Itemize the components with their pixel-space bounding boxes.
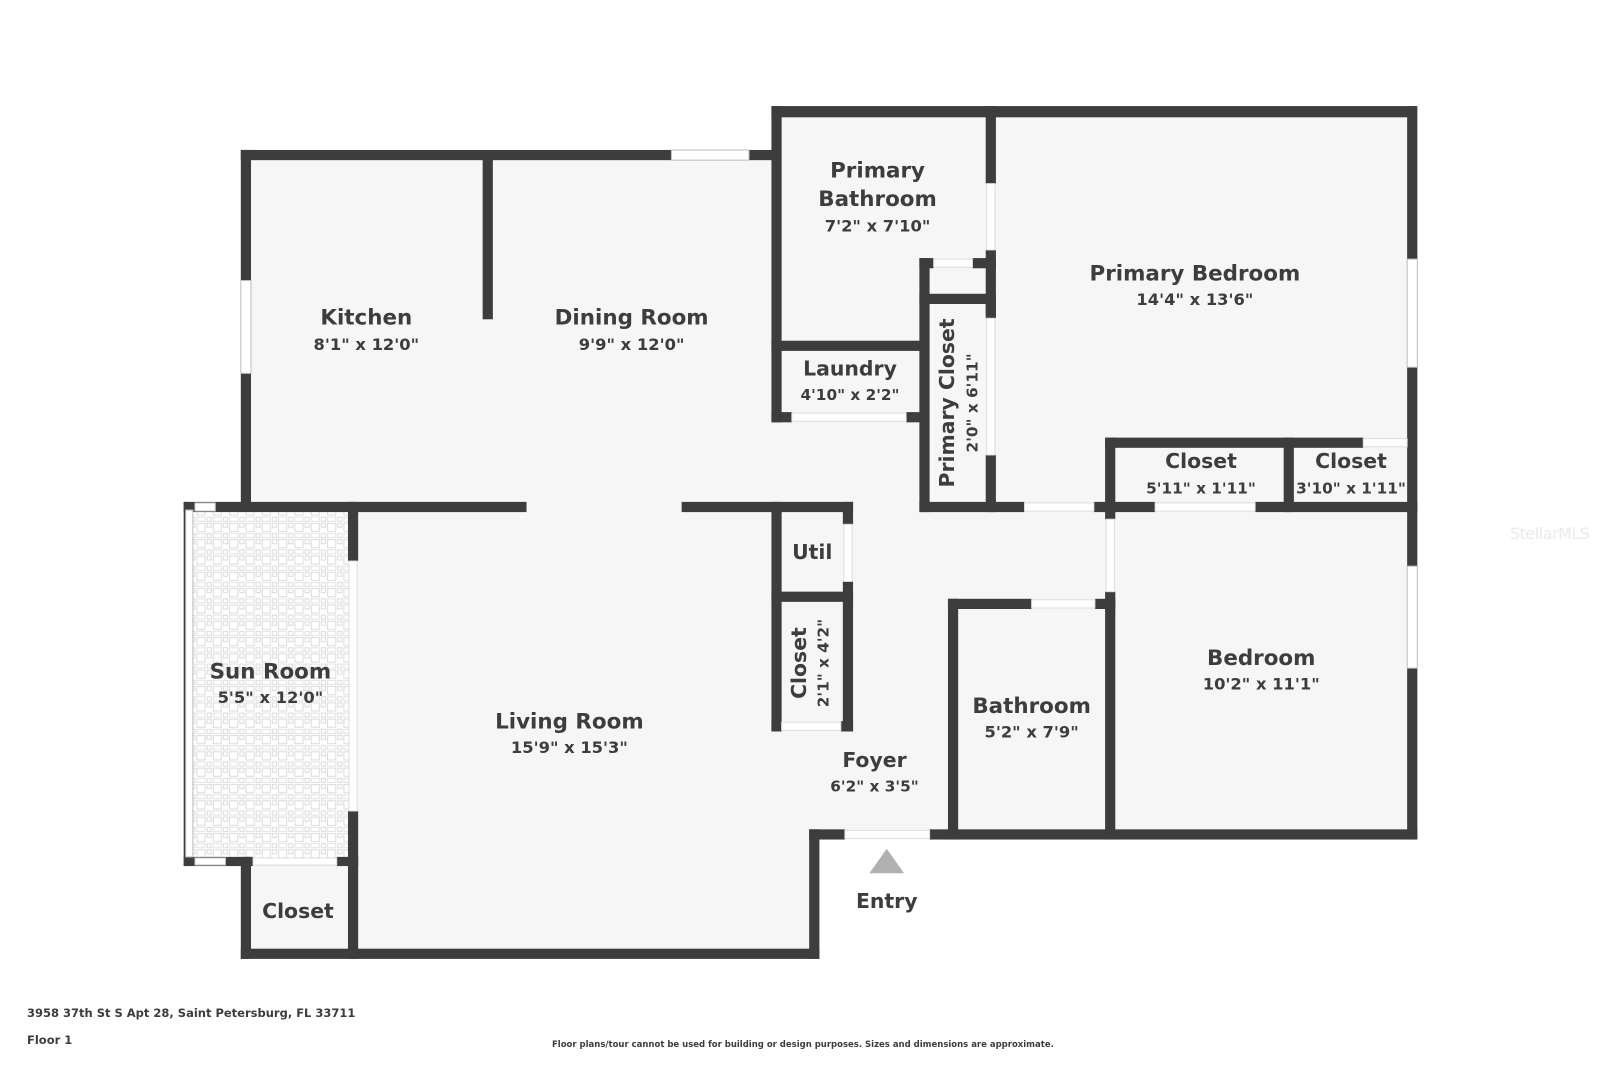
room-dimensions: 3'10" x 1'11"	[1296, 480, 1406, 498]
sun-room-tile-floor	[188, 508, 353, 862]
room-primary-closet: Primary Closet 2'0" x 6'11"	[935, 318, 981, 487]
room-sun-room: Sun Room 5'5" x 12'0"	[210, 659, 332, 706]
windows	[185, 149, 1418, 866]
room-dimensions: 2'1" x 4'2"	[815, 619, 833, 707]
room-kitchen: Kitchen 8'1" x 12'0"	[314, 305, 420, 353]
room-name: Closet	[787, 627, 811, 699]
room-primary-bedroom: Primary Bedroom 14'4" x 13'6"	[1090, 262, 1301, 309]
room-foyer: Foyer 6'2" x 3'5"	[830, 748, 918, 795]
room-dimensions: 14'4" x 13'6"	[1136, 290, 1253, 309]
room-name: Bedroom	[1207, 646, 1315, 671]
room-name: Closet	[1165, 449, 1237, 473]
room-primary-bathroom: Primary Bathroom 7'2" x 7'10"	[818, 158, 937, 235]
room-name: Closet	[262, 899, 334, 923]
room-closet-a: Closet 5'11" x 1'11"	[1146, 449, 1256, 497]
room-name: Kitchen	[320, 305, 412, 330]
room-bathroom: Bathroom 5'2" x 7'9"	[972, 694, 1091, 741]
room-util: Util	[792, 540, 832, 564]
room-dimensions: 15'9" x 15'3"	[511, 738, 628, 757]
entry-arrow-icon	[869, 848, 905, 874]
room-name: Closet	[1315, 449, 1387, 473]
room-living-room: Living Room 15'9" x 15'3"	[495, 709, 644, 756]
floor-label: Floor 1	[27, 1033, 73, 1047]
room-hall-closet: Closet 2'1" x 4'2"	[787, 619, 832, 707]
room-laundry: Laundry 4'10" x 2'2"	[800, 356, 899, 403]
room-dimensions: 8'1" x 12'0"	[314, 335, 420, 354]
entry-label: Entry	[856, 889, 918, 913]
room-dimensions: 5'5" x 12'0"	[218, 688, 324, 707]
room-dimensions: 7'2" x 7'10"	[825, 217, 931, 236]
room-dimensions: 4'10" x 2'2"	[800, 386, 899, 404]
room-name: Foyer	[842, 748, 906, 772]
room-dimensions: 9'9" x 12'0"	[579, 335, 685, 354]
room-dimensions: 5'2" x 7'9"	[984, 723, 1078, 742]
watermark-logo: StellarMLS	[1510, 524, 1590, 543]
room-name: Bathroom	[972, 694, 1091, 719]
disclaimer: Floor plans/tour cannot be used for buil…	[552, 1040, 1054, 1050]
room-bedroom: Bedroom 10'2" x 11'1"	[1203, 646, 1320, 693]
room-dimensions: 6'2" x 3'5"	[830, 778, 918, 796]
room-name: Primary Closet	[935, 318, 959, 487]
room-dimensions: 5'11" x 1'11"	[1146, 480, 1256, 498]
room-name: Living Room	[495, 709, 644, 734]
room-name: Bathroom	[818, 187, 937, 212]
room-dining-room: Dining Room 9'9" x 12'0"	[555, 305, 709, 353]
room-name: Sun Room	[210, 659, 332, 684]
room-name: Laundry	[803, 356, 897, 380]
floor-fills	[188, 112, 1414, 955]
room-sun-closet: Closet	[262, 899, 334, 923]
property-address: 3958 37th St S Apt 28, Saint Petersburg,…	[27, 1006, 356, 1020]
doors	[252, 183, 1408, 866]
room-name: Dining Room	[555, 305, 709, 330]
room-closet-b: Closet 3'10" x 1'11"	[1296, 449, 1406, 497]
room-name: Util	[792, 540, 832, 564]
room-name: Primary	[830, 158, 925, 183]
room-dimensions: 2'0" x 6'11"	[964, 353, 982, 452]
room-name: Primary Bedroom	[1090, 262, 1301, 287]
room-dimensions: 10'2" x 11'1"	[1203, 675, 1320, 694]
